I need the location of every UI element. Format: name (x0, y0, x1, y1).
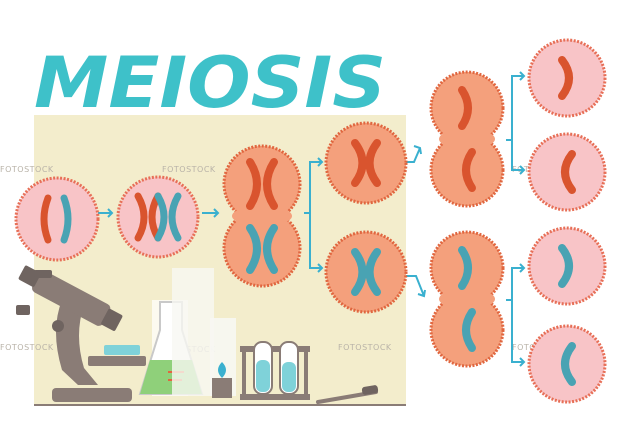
parent-cell (14, 176, 100, 262)
dividing-cell (222, 144, 302, 288)
branch-arrow (506, 263, 526, 367)
watermark: FOTOSTOCK (0, 343, 54, 352)
gamete-cell (527, 226, 607, 306)
branch-arrow (304, 157, 324, 273)
microscope-icon (16, 265, 146, 402)
watermark: FOTOSTOCK (338, 343, 392, 352)
arrow (98, 208, 114, 218)
dropper-icon (316, 385, 379, 404)
daughter-cell-bottom (324, 230, 408, 314)
test-tube-rack-icon (240, 341, 310, 400)
second-division-top (429, 70, 505, 208)
second-division-bottom (429, 230, 505, 368)
gamete-cell (527, 38, 607, 118)
arrow (406, 275, 426, 298)
watermark: FOTOSTOCK (0, 165, 54, 174)
gamete-cell (527, 132, 607, 212)
daughter-cell-top (324, 121, 408, 205)
beaker-icon (172, 268, 236, 396)
arrow (406, 145, 422, 163)
gamete-cell (527, 324, 607, 404)
branch-arrow (506, 71, 526, 175)
watermark: FOTOSTOCK (162, 165, 216, 174)
diagram-title: MEIOSIS (34, 42, 386, 124)
burner-icon (212, 362, 232, 398)
replicated-cell (116, 175, 200, 259)
arrow (202, 208, 220, 218)
